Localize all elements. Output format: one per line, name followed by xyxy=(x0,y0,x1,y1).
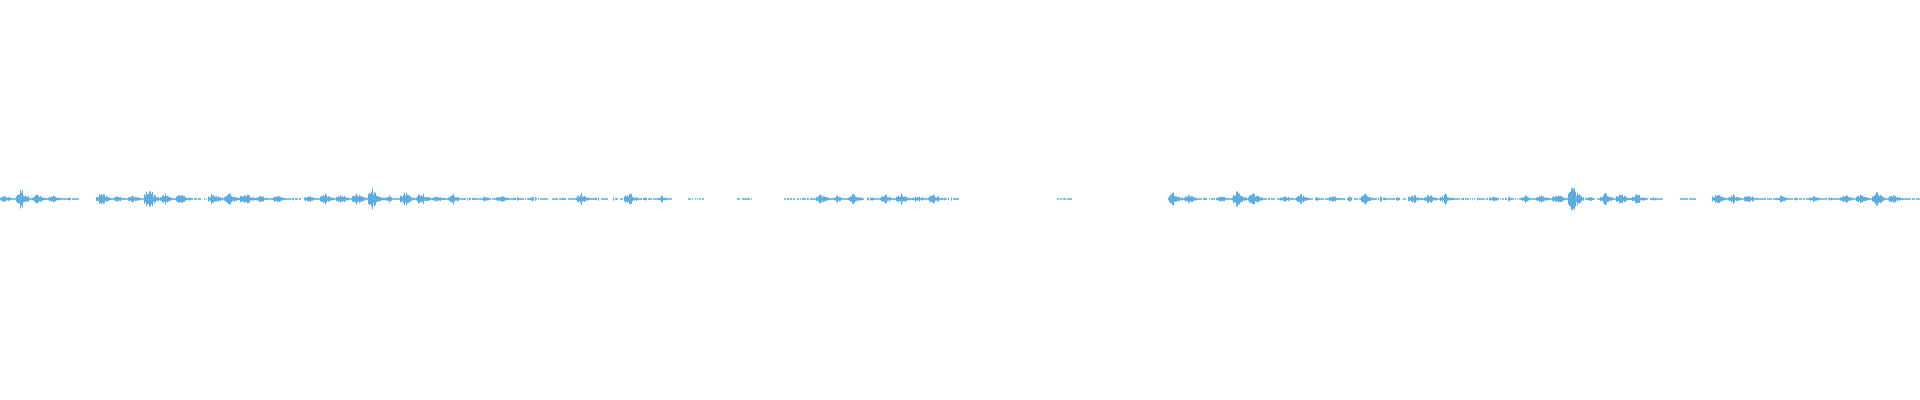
waveform-samples xyxy=(0,187,1920,211)
waveform-path xyxy=(0,187,1920,211)
